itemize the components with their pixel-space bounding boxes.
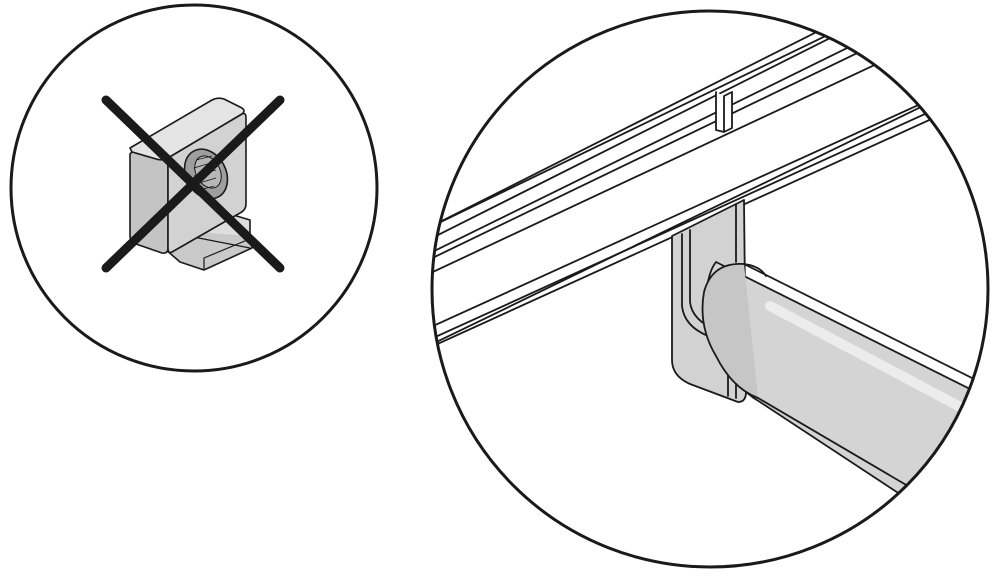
right-panel-circle [430, 9, 990, 569]
rail-tab [715, 91, 733, 133]
tube-end [701, 263, 759, 399]
prohibition-cross-icon [101, 95, 285, 273]
right-panel [430, 9, 990, 569]
left-panel [9, 3, 379, 373]
